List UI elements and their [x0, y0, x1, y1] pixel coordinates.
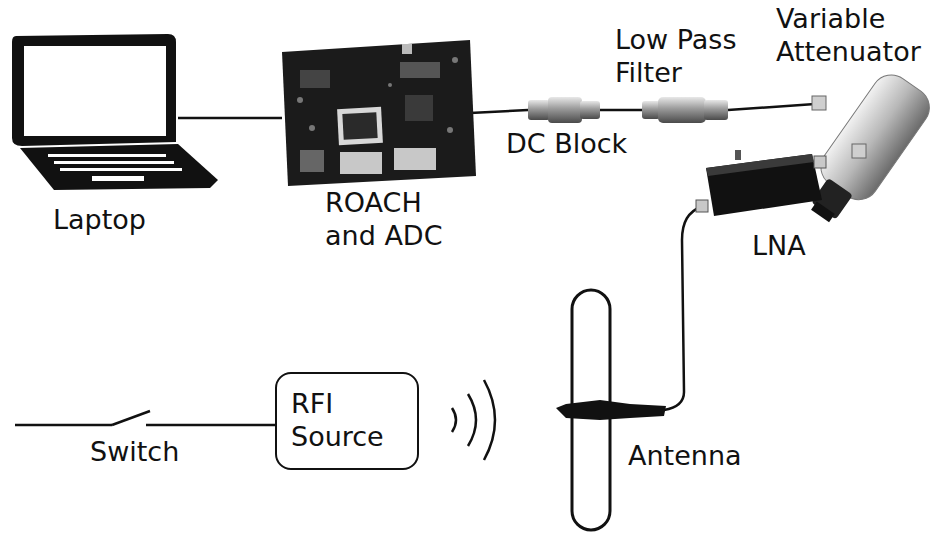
switch-label: Switch [90, 436, 210, 469]
device-label: LNA [752, 230, 832, 263]
roach-board [282, 40, 476, 186]
lna-amplifier [696, 150, 826, 216]
device-label: ROACH and ADC [325, 187, 455, 253]
device-label: Laptop [53, 204, 193, 237]
low-pass-filter [642, 97, 728, 123]
variable-attenuator [795, 67, 938, 234]
device-label: DC Block [506, 128, 676, 161]
dc-block [528, 97, 600, 123]
device-label: Antenna [628, 440, 768, 473]
laptop-icon [12, 34, 218, 190]
dipole-antenna [556, 290, 666, 530]
node-text: RFI Source [291, 388, 403, 454]
radio-waves [452, 380, 495, 460]
source-box: RFI Source [275, 372, 419, 470]
device-label: Low Pass Filter [615, 24, 765, 90]
device-label: Variable Attenuator [776, 3, 938, 69]
